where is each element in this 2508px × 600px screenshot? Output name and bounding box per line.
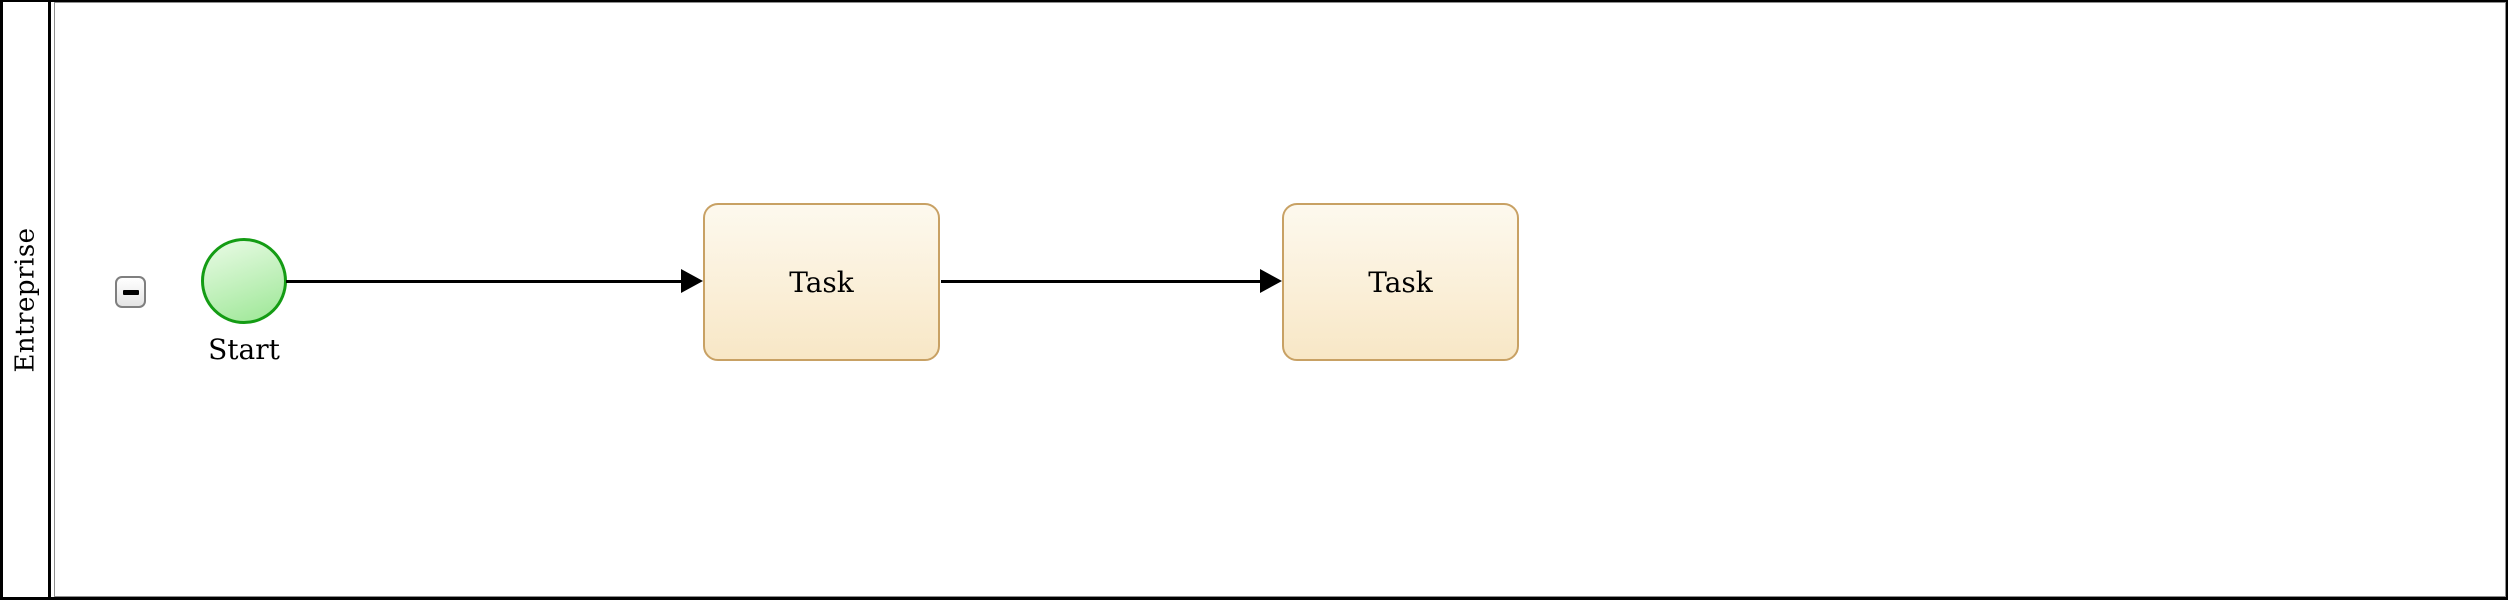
flow-line [941,280,1261,283]
pool-label: Entreprise [10,226,41,373]
task-2-label: Task [1368,265,1433,299]
start-event-node[interactable] [201,238,287,324]
arrowhead-icon [681,269,703,293]
collapse-pool-button[interactable] [115,276,146,308]
lane-content: Start Task Task [54,2,2506,597]
arrowhead-icon [1260,269,1282,293]
task-2-node[interactable]: Task [1282,203,1519,361]
minus-icon [122,289,139,295]
task-1-node[interactable]: Task [703,203,940,361]
pool-header: Entreprise [3,2,51,597]
flow-line [286,280,682,283]
start-event-label: Start [208,333,280,366]
task-1-label: Task [789,265,854,299]
